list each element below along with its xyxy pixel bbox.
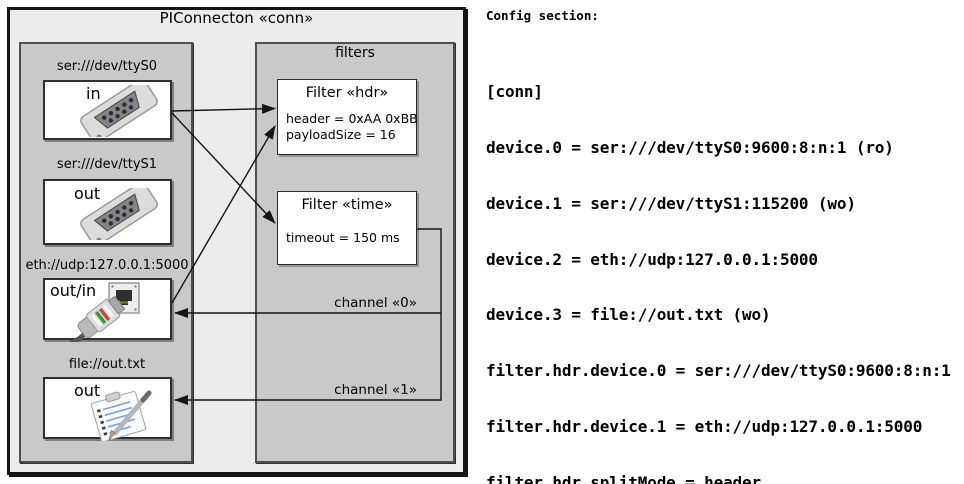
- diagram-title: PIConnecton «conn»: [159, 9, 314, 27]
- channel-1-label: channel «1»: [334, 382, 417, 398]
- port-label: out/in: [50, 281, 97, 300]
- filter-param: timeout = 150 ms: [286, 230, 400, 245]
- config-line: filter.hdr.splitMode = header: [486, 472, 762, 484]
- filter-hdr-title: Filter «hdr»: [305, 85, 389, 101]
- channel-0-label: channel «0»: [334, 295, 417, 311]
- filter-param: header = 0xAA 0xBB: [286, 111, 418, 126]
- device-label-ttys1: ser:///dev/ttyS1: [56, 157, 158, 172]
- device-box-ttys0: in: [43, 80, 172, 140]
- config-section-heading: Config section:: [486, 8, 599, 23]
- filter-time-title: Filter «time»: [301, 197, 393, 213]
- filters-group-title: filters: [335, 45, 375, 61]
- port-label: out: [74, 184, 101, 203]
- filter-box-time: Filter «time» timeout = 150 ms: [277, 191, 417, 265]
- port-label: out: [74, 381, 101, 400]
- config-line: device.2 = eth://udp:127.0.0.1:5000: [486, 249, 818, 269]
- ethernet-plug-icon: [69, 295, 126, 342]
- serial-connector-icon: [80, 85, 158, 137]
- filter-time-params: timeout = 150 ms: [286, 230, 400, 246]
- config-line: [conn]: [486, 82, 543, 102]
- serial-connector-icon: [80, 188, 158, 240]
- config-text-block: [conn] device.0 = ser:///dev/ttyS0:9600:…: [486, 46, 960, 484]
- device-box-ttys1: out: [43, 179, 172, 245]
- config-line: device.3 = file://out.txt (wo): [486, 305, 771, 325]
- filter-param: payloadSize = 16: [286, 127, 396, 142]
- device-label-file: file://out.txt: [68, 357, 146, 372]
- device-label-eth: eth://udp:127.0.0.1:5000: [25, 258, 189, 273]
- device-label-ttys0: ser:///dev/ttyS0: [56, 59, 158, 74]
- port-label: in: [86, 84, 101, 103]
- config-line: filter.hdr.device.1 = eth://udp:127.0.0.…: [486, 416, 923, 436]
- config-line: filter.hdr.device.0 = ser:///dev/ttyS0:9…: [486, 361, 951, 381]
- device-box-eth: out/in: [43, 278, 172, 342]
- filter-box-hdr: Filter «hdr» header = 0xAA 0xBB payloadS…: [277, 79, 418, 155]
- notepad-icon: [90, 390, 152, 441]
- config-line: device.1 = ser:///dev/ttyS1:115200 (wo): [486, 193, 856, 213]
- device-box-file: out: [43, 377, 172, 441]
- config-line: device.0 = ser:///dev/ttyS0:9600:8:n:1 (…: [486, 137, 894, 157]
- filter-hdr-params: header = 0xAA 0xBB payloadSize = 16: [286, 111, 418, 143]
